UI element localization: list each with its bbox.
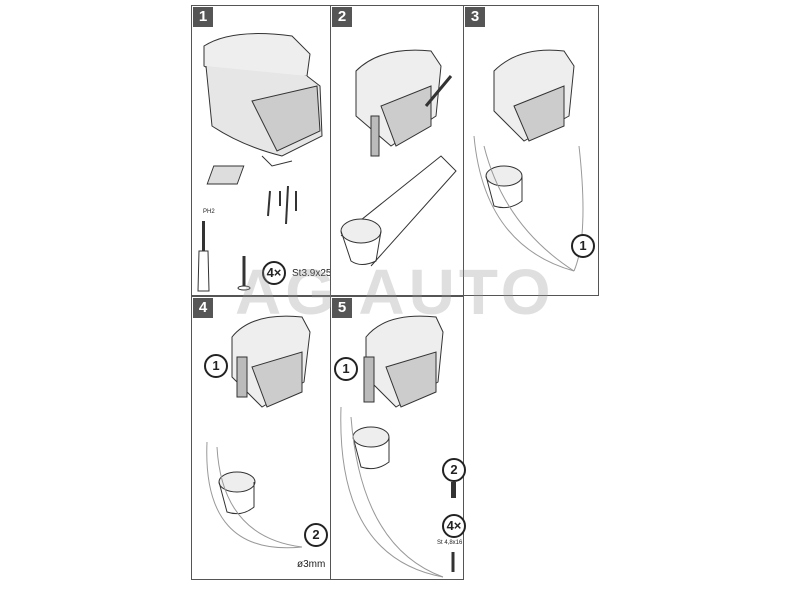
armrest-fix-drawing bbox=[340, 315, 456, 578]
armrest-lift-drawing bbox=[206, 315, 311, 549]
screw-spec: St 4,8x16 bbox=[437, 540, 463, 546]
step-number: 4 bbox=[193, 298, 213, 318]
hex-key-size: ø3mm bbox=[297, 559, 326, 570]
callout-1: 1 bbox=[204, 354, 228, 378]
step-number: 3 bbox=[465, 7, 485, 27]
callout-1: 1 bbox=[571, 234, 595, 258]
armrest-exploded-drawing bbox=[197, 33, 323, 292]
step-number: 5 bbox=[332, 298, 352, 318]
step-1-panel: 1 PH2 4× St3.9x25 bbox=[191, 5, 331, 296]
step-number: 1 bbox=[193, 7, 213, 27]
callout-2: 2 bbox=[442, 458, 466, 482]
armrest-adjust-drawing bbox=[473, 49, 584, 272]
callout-2: 2 bbox=[304, 523, 328, 547]
step-3-panel: 3 1 bbox=[463, 5, 599, 296]
step-4-panel: 4 1 2 ø3mm bbox=[191, 296, 331, 580]
step-5-panel: 5 1 2 4× St 4,8x16 bbox=[330, 296, 466, 580]
screw-count: 4× bbox=[442, 514, 466, 538]
step-number: 2 bbox=[332, 7, 352, 27]
armrest-mount-drawing bbox=[340, 49, 457, 267]
callout-1: 1 bbox=[334, 357, 358, 381]
screw-count: 4× bbox=[262, 261, 286, 285]
step-2-panel: 2 bbox=[330, 5, 464, 296]
screw-spec: St3.9x25 bbox=[292, 268, 332, 279]
tool-label: PH2 bbox=[203, 209, 215, 215]
